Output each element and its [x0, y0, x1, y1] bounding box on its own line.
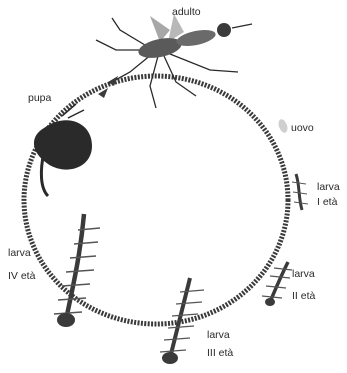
- pupa-icon: [34, 104, 92, 196]
- label-adult: adulto: [172, 6, 201, 18]
- emergence-marks: [98, 76, 118, 98]
- label-larva-2-line2: II età: [292, 290, 316, 302]
- label-larva-3-line2: III età: [207, 347, 233, 359]
- label-larva-2-line1: larva: [292, 268, 315, 280]
- label-larva-1-line2: I età: [317, 196, 338, 208]
- label-larva-3-line1: larva: [207, 329, 230, 341]
- label-larva-1-line1: larva: [317, 181, 340, 193]
- larva-icon: [292, 174, 308, 210]
- label-larva-4-line1: larva: [8, 247, 31, 259]
- egg-icon: [277, 118, 289, 134]
- label-larva-4-line2: IV età: [8, 270, 36, 282]
- life-cycle-ring: [24, 76, 288, 324]
- label-egg: uovo: [291, 122, 314, 134]
- label-pupa: pupa: [28, 92, 52, 104]
